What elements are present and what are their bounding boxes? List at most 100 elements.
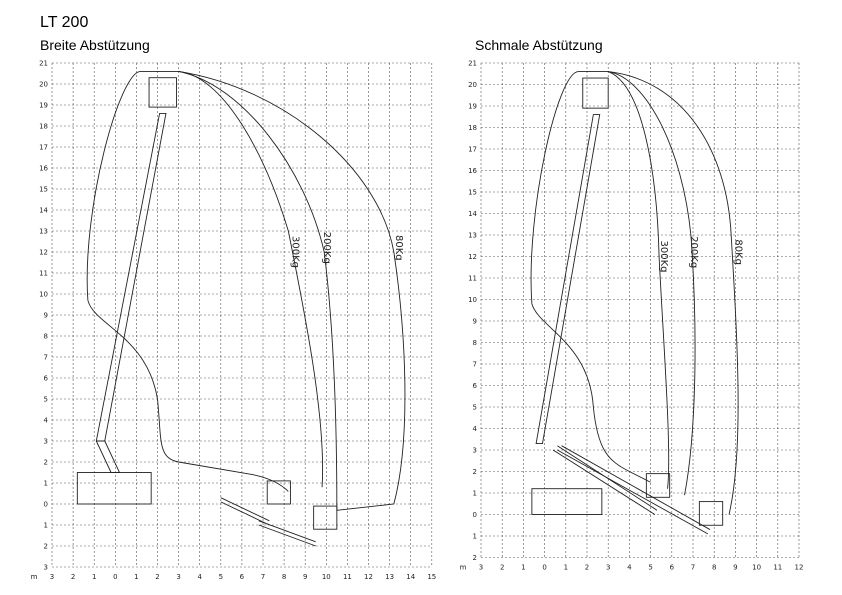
y-tick-label: 9 bbox=[44, 312, 48, 320]
y-tick-label: 2 bbox=[473, 554, 477, 562]
boom-lowered-1 bbox=[220, 497, 270, 526]
x-tick-label: 12 bbox=[364, 573, 373, 581]
envelope-inner-curve bbox=[87, 300, 289, 492]
load-label: 200Kg bbox=[321, 232, 332, 264]
y-tick-label: 2 bbox=[44, 459, 48, 467]
page-title: LT 200 bbox=[40, 14, 89, 31]
y-tick-label: 1 bbox=[473, 490, 477, 498]
y-tick-label: 11 bbox=[39, 270, 48, 278]
y-tick-label: 7 bbox=[44, 354, 48, 362]
x-tick-label: 6 bbox=[240, 573, 245, 581]
y-tick-label: 19 bbox=[468, 103, 477, 111]
boom-lowered-2 bbox=[258, 520, 316, 547]
y-tick-label: 3 bbox=[44, 564, 48, 572]
x-tick-label: 11 bbox=[343, 573, 352, 581]
x-tick-label: 14 bbox=[406, 573, 415, 581]
y-tick-label: 6 bbox=[473, 382, 478, 390]
x-tick-label: 8 bbox=[712, 564, 716, 572]
y-tick-label: 1 bbox=[473, 533, 477, 541]
envelope-inner-curve bbox=[531, 303, 651, 483]
y-tick-label: 10 bbox=[39, 291, 48, 299]
x-tick-label: 2 bbox=[585, 564, 589, 572]
x-tick-label: 3 bbox=[50, 573, 54, 581]
y-tick-label: 4 bbox=[44, 417, 49, 425]
boom-knuckle bbox=[95, 440, 121, 473]
x-unit-label: m bbox=[31, 573, 38, 581]
x-tick-label: 13 bbox=[385, 573, 394, 581]
x-tick-label: 9 bbox=[303, 573, 307, 581]
y-tick-label: 1 bbox=[44, 480, 48, 488]
x-tick-label: 12 bbox=[795, 564, 804, 572]
x-tick-label: 3 bbox=[176, 573, 180, 581]
load-label: 300Kg bbox=[290, 236, 301, 268]
y-tick-label: 0 bbox=[44, 501, 48, 509]
y-tick-label: 12 bbox=[39, 249, 48, 257]
basket-lowered-2 bbox=[698, 501, 724, 526]
x-tick-label: 2 bbox=[71, 573, 75, 581]
x-tick-label: 7 bbox=[691, 564, 695, 572]
x-tick-label: 3 bbox=[606, 564, 610, 572]
y-tick-label: 15 bbox=[468, 189, 477, 197]
y-tick-label: 16 bbox=[468, 167, 477, 175]
x-tick-label: 4 bbox=[197, 573, 202, 581]
basket-lowered-1 bbox=[645, 473, 671, 498]
y-tick-label: 14 bbox=[468, 210, 477, 218]
y-tick-label: 11 bbox=[468, 275, 477, 283]
x-tick-label: 1 bbox=[134, 573, 138, 581]
y-tick-label: 0 bbox=[473, 511, 477, 519]
y-tick-label: 8 bbox=[44, 333, 48, 341]
basket-raised bbox=[582, 77, 609, 109]
y-tick-label: 5 bbox=[44, 396, 48, 404]
load-label: 200Kg bbox=[688, 236, 699, 268]
x-tick-label: 5 bbox=[219, 573, 223, 581]
chassis bbox=[76, 472, 152, 505]
y-tick-label: 18 bbox=[39, 123, 48, 131]
x-tick-label: 9 bbox=[733, 564, 737, 572]
x-tick-label: 7 bbox=[261, 573, 265, 581]
y-tick-label: 18 bbox=[468, 124, 477, 132]
chassis bbox=[531, 488, 603, 515]
y-tick-label: 13 bbox=[468, 232, 477, 240]
load-label: 80Kg bbox=[393, 235, 404, 261]
y-tick-label: 8 bbox=[473, 339, 477, 347]
panel-right-subtitle: Schmale Abstützung bbox=[475, 37, 603, 53]
x-tick-label: 0 bbox=[113, 573, 117, 581]
basket-lowered-1 bbox=[266, 480, 291, 505]
y-tick-label: 10 bbox=[468, 296, 477, 304]
x-tick-label: 4 bbox=[627, 564, 632, 572]
y-tick-label: 21 bbox=[39, 60, 48, 68]
y-tick-label: 3 bbox=[473, 447, 477, 455]
y-tick-label: 9 bbox=[473, 318, 477, 326]
x-tick-label: 1 bbox=[564, 564, 568, 572]
load-label: 80Kg bbox=[732, 239, 743, 265]
x-tick-label: 3 bbox=[479, 564, 483, 572]
x-tick-label: 2 bbox=[500, 564, 504, 572]
envelope-80kg-curve bbox=[608, 71, 739, 515]
x-tick-label: 15 bbox=[427, 573, 436, 581]
envelope-300kg-curve bbox=[86, 70, 324, 488]
x-tick-label: 8 bbox=[282, 573, 286, 581]
x-tick-label: 1 bbox=[92, 573, 96, 581]
y-tick-label: 14 bbox=[39, 207, 48, 215]
y-tick-label: 17 bbox=[39, 144, 48, 152]
panel-left-subtitle: Breite Abstützung bbox=[40, 37, 150, 53]
y-tick-label: 6 bbox=[44, 375, 49, 383]
x-tick-label: 1 bbox=[521, 564, 525, 572]
x-tick-label: 10 bbox=[322, 573, 331, 581]
y-tick-label: 2 bbox=[473, 468, 477, 476]
x-tick-label: 10 bbox=[752, 564, 761, 572]
y-tick-label: 20 bbox=[39, 81, 48, 89]
y-tick-label: 12 bbox=[468, 253, 477, 261]
x-tick-label: 11 bbox=[773, 564, 782, 572]
y-tick-label: 1 bbox=[44, 522, 48, 530]
envelope-300kg-curve bbox=[530, 71, 670, 489]
envelope-200kg-curve bbox=[608, 71, 696, 496]
boom-raised bbox=[95, 112, 167, 442]
boom-lowered-2 bbox=[557, 445, 711, 535]
y-tick-label: 17 bbox=[468, 146, 477, 154]
y-tick-label: 15 bbox=[39, 186, 48, 194]
y-tick-label: 16 bbox=[39, 165, 48, 173]
y-tick-label: 13 bbox=[39, 228, 48, 236]
